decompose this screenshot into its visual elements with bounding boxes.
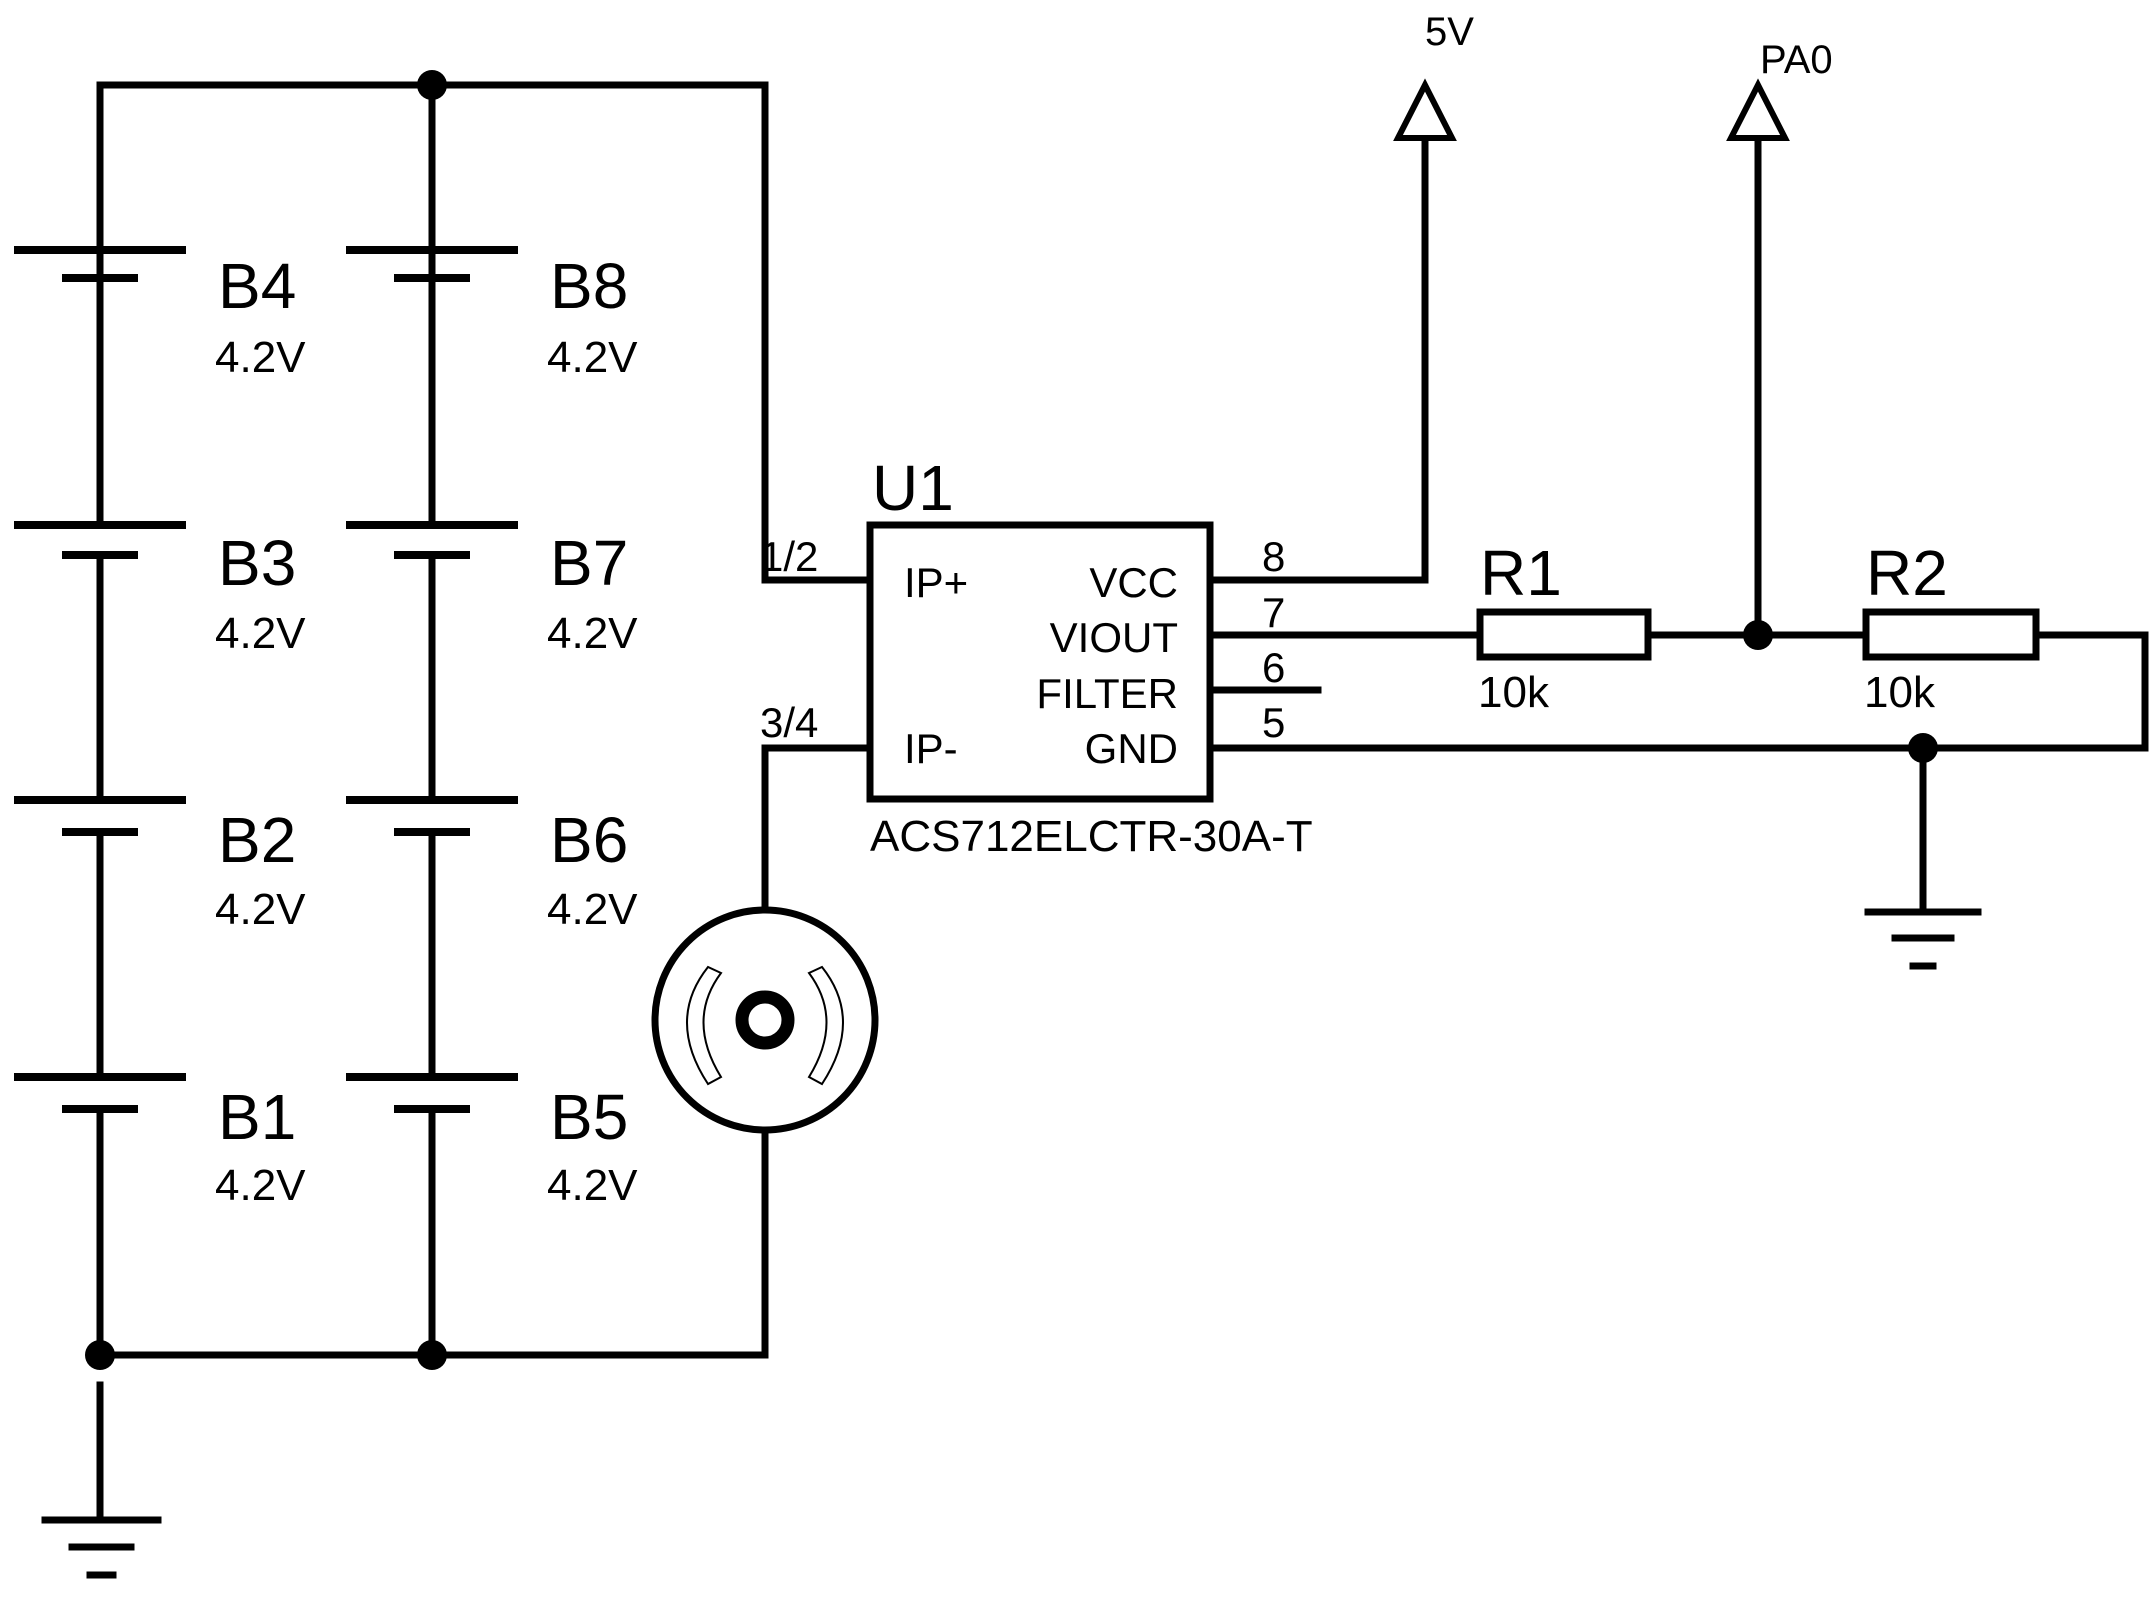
pin-number-vcc: 8 xyxy=(1262,533,1285,580)
battery-b4: B4 4.2V xyxy=(14,246,306,382)
ground-icon xyxy=(41,1516,162,1579)
resistor-value: 10k xyxy=(1478,668,1550,717)
junction-dot xyxy=(1908,733,1938,763)
ic-u1: U1 ACS712ELCTR-30A-T IP+ IP- 1/2 3/4 VCC… xyxy=(760,452,1313,861)
resistor-ref: R2 xyxy=(1866,537,1948,609)
junction-dot xyxy=(1743,620,1773,650)
battery-ref: B7 xyxy=(550,527,628,599)
terminal-arrow-icon xyxy=(1393,78,1457,141)
terminal-label-5v: 5V xyxy=(1425,10,1474,54)
battery-b1: B1 4.2V xyxy=(14,1073,306,1210)
pin-label-ip-plus: IP+ xyxy=(904,559,968,606)
battery-voltage: 4.2V xyxy=(547,609,638,658)
battery-voltage: 4.2V xyxy=(215,885,306,934)
battery-voltage: 4.2V xyxy=(215,609,306,658)
battery-voltage: 4.2V xyxy=(215,1161,306,1210)
pin-number-ip-plus: 1/2 xyxy=(760,533,818,580)
junction-dot xyxy=(417,1340,447,1370)
battery-b8: B8 4.2V xyxy=(346,246,638,382)
battery-voltage: 4.2V xyxy=(215,333,306,382)
junction-dot xyxy=(417,70,447,100)
pin-number-ip-minus: 3/4 xyxy=(760,699,818,746)
battery-b6: B6 4.2V xyxy=(346,796,638,934)
ic-body xyxy=(866,521,1214,803)
pin-label-viout: VIOUT xyxy=(1050,614,1178,661)
resistor-value: 10k xyxy=(1864,668,1936,717)
ic-ref: U1 xyxy=(872,452,954,524)
resistor-r1: R1 10k xyxy=(1476,537,1652,717)
battery-ref: B4 xyxy=(218,250,296,322)
ic-part-number: ACS712ELCTR-30A-T xyxy=(870,812,1313,861)
ground-icon xyxy=(1864,908,1982,970)
battery-ref: B3 xyxy=(218,527,296,599)
battery-ref: B1 xyxy=(218,1081,296,1153)
battery-ref: B5 xyxy=(550,1081,628,1153)
terminal-arrow-icon xyxy=(1726,78,1790,141)
terminal-label-pa0: PA0 xyxy=(1760,38,1833,82)
battery-voltage: 4.2V xyxy=(547,1161,638,1210)
pin-label-filter: FILTER xyxy=(1036,670,1178,717)
resistor-body xyxy=(1476,608,1652,661)
battery-voltage: 4.2V xyxy=(547,885,638,934)
battery-b2: B2 4.2V xyxy=(14,796,306,934)
motor-icon xyxy=(651,906,879,1134)
resistor-r2: R2 10k xyxy=(1862,537,2040,717)
battery-ref: B2 xyxy=(218,804,296,876)
resistor-ref: R1 xyxy=(1480,537,1562,609)
junctions xyxy=(85,70,1938,1370)
pin-number-viout: 7 xyxy=(1262,589,1285,636)
battery-voltage: 4.2V xyxy=(547,333,638,382)
wires xyxy=(96,81,2149,1524)
pin-label-gnd: GND xyxy=(1085,725,1178,772)
terminal-pa0: PA0 xyxy=(1726,38,1833,141)
battery-b7: B7 4.2V xyxy=(346,521,638,658)
pin-number-filter: 6 xyxy=(1262,644,1285,691)
pin-label-ip-minus: IP- xyxy=(904,725,958,772)
junction-dot xyxy=(85,1340,115,1370)
battery-ref: B8 xyxy=(550,250,628,322)
battery-b3: B3 4.2V xyxy=(14,521,306,658)
resistor-body xyxy=(1862,608,2040,661)
pin-number-gnd: 5 xyxy=(1262,699,1285,746)
battery-ref: B6 xyxy=(550,804,628,876)
pin-label-vcc: VCC xyxy=(1089,559,1178,606)
terminal-5v: 5V xyxy=(1393,10,1474,141)
battery-b5: B5 4.2V xyxy=(346,1073,638,1210)
